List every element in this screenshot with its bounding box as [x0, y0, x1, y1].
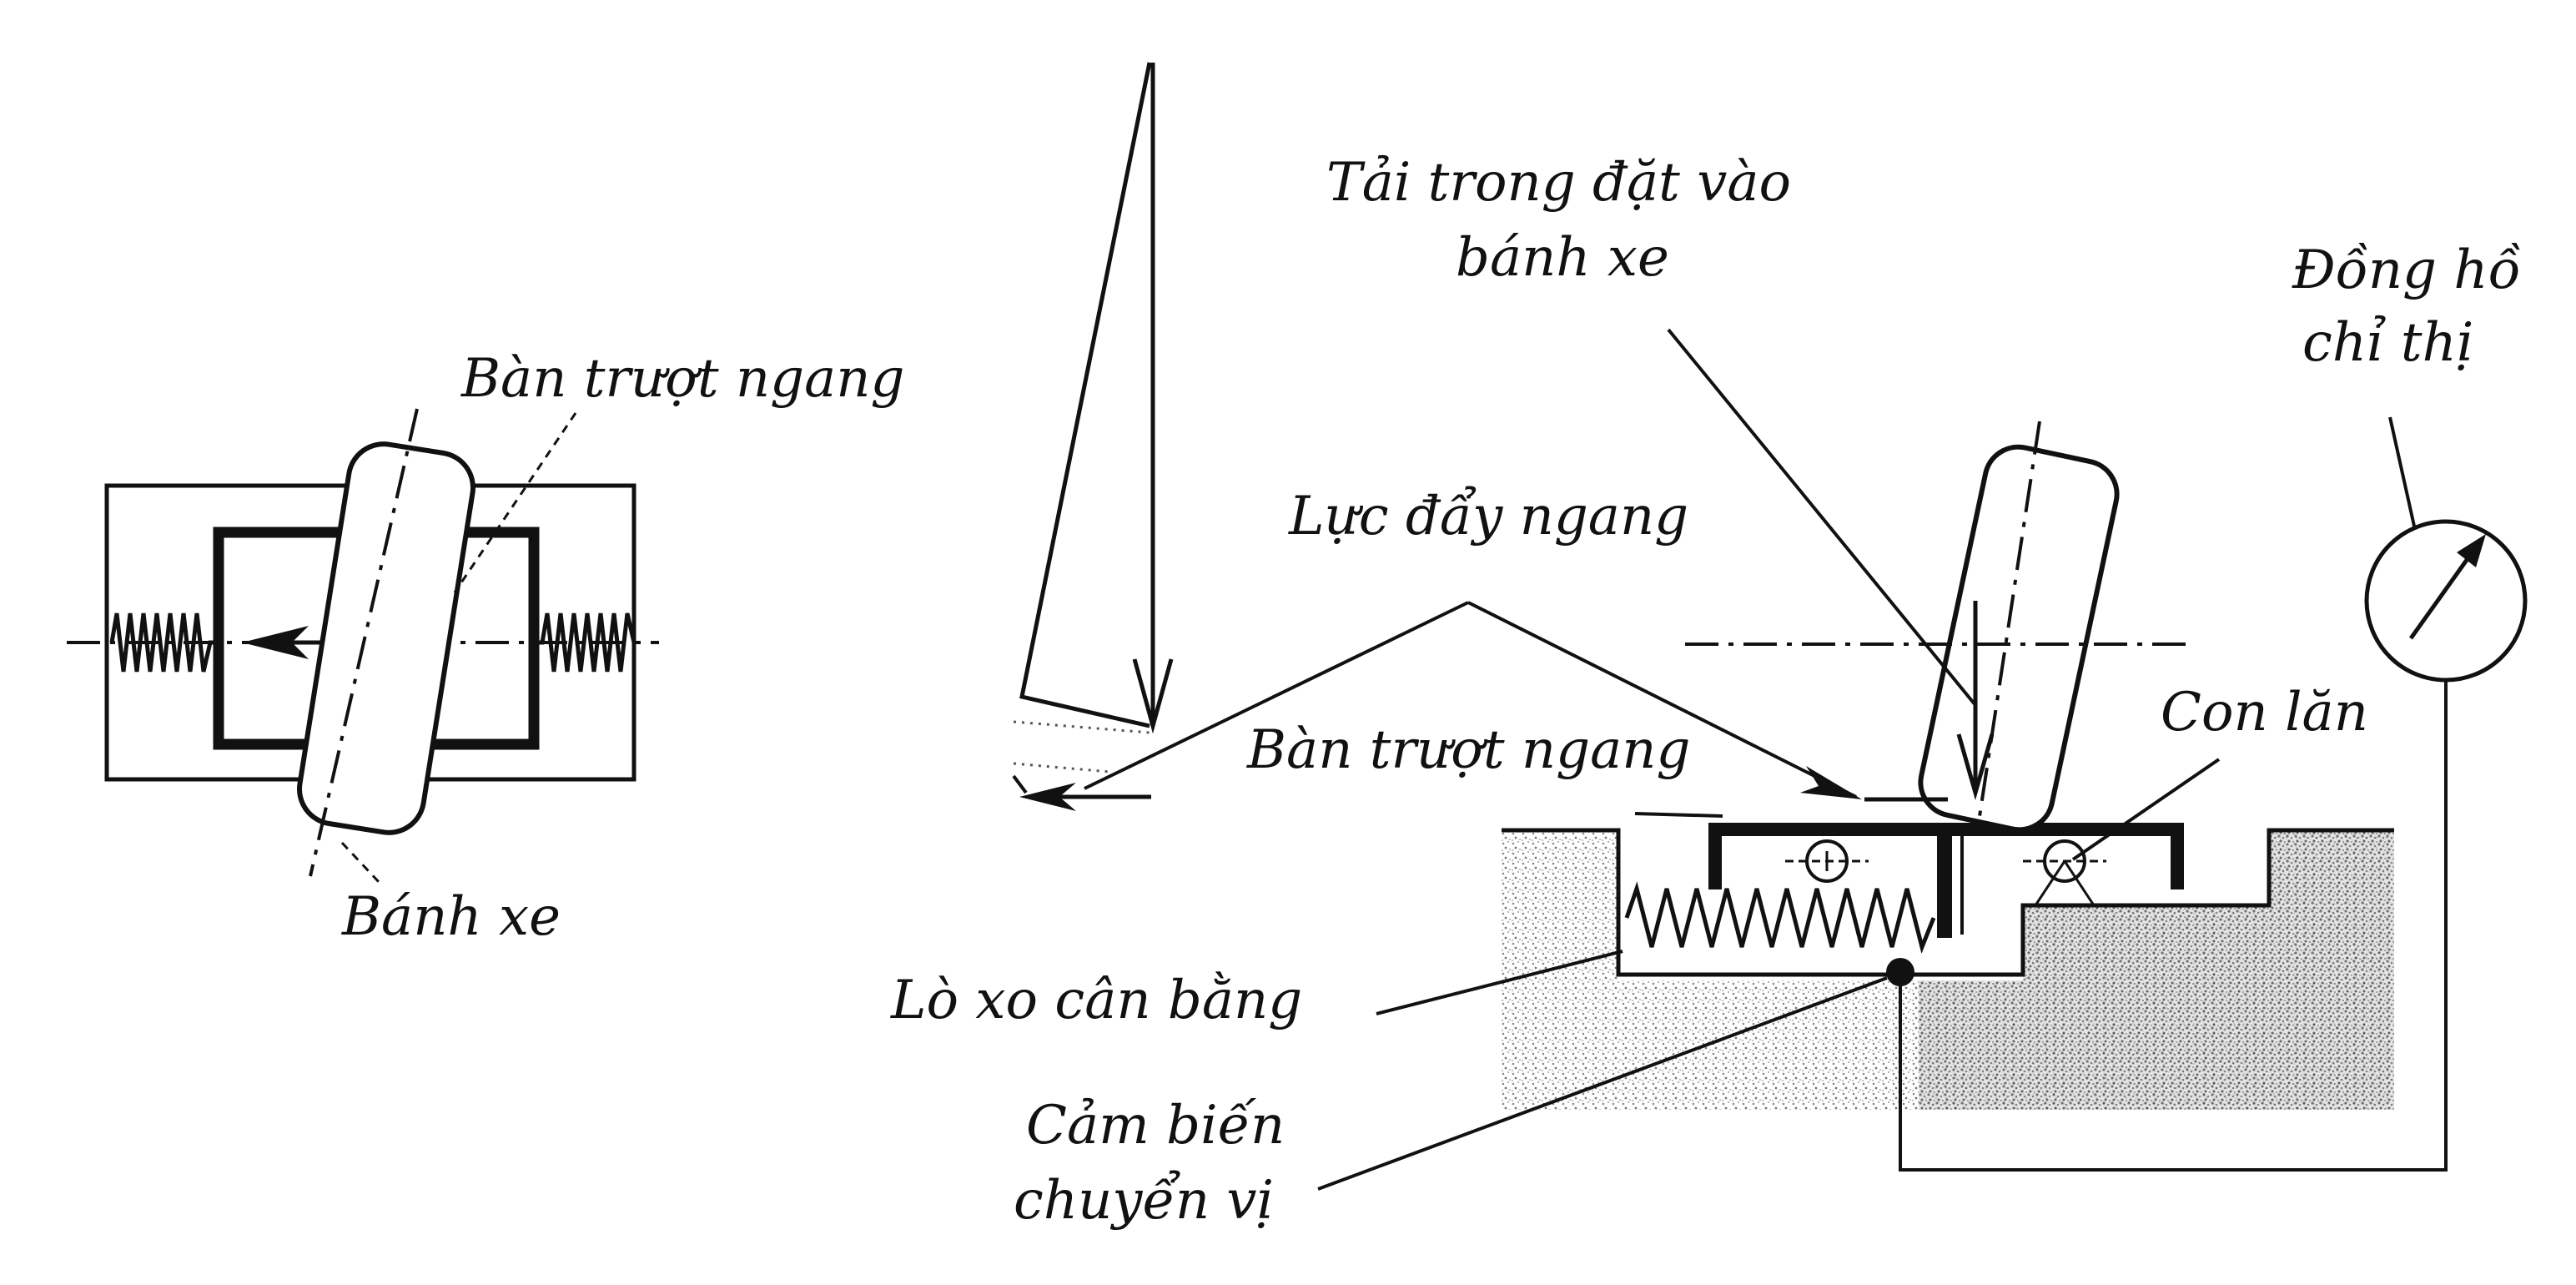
- side-view-wheel: [1918, 444, 2120, 833]
- vertical-load-arrowhead: [1132, 658, 1174, 734]
- label-lo-xo-can-bang: Lò xo cân bằng: [890, 970, 1302, 1031]
- leader-ban-truot-left: [453, 412, 577, 593]
- slide-table-left-flange: [1708, 823, 1722, 889]
- top-view-wheel: [296, 441, 476, 835]
- balance-spring: [1624, 881, 1936, 955]
- force-triangle: [1019, 62, 1152, 728]
- label-con-lan: Con lăn: [2161, 682, 2368, 743]
- leader-ban-truot-right: [1634, 812, 1723, 818]
- label-dong-ho-line2: chỉ thị: [2302, 312, 2473, 374]
- leader-tai-trong: [1667, 328, 1977, 707]
- leader-dong-ho: [2388, 416, 2417, 531]
- top-view-right-spring: [534, 612, 636, 673]
- side-view-wheel-axis: [1977, 421, 2041, 823]
- wheel-load-arrowhead: [1956, 733, 1995, 801]
- label-tai-trong-line1: Tải trong đặt vào: [1326, 152, 1791, 214]
- label-luc-day-ngang: Lực đẩy ngang: [1288, 486, 1688, 547]
- slide-table-right-flange: [2171, 823, 2184, 889]
- top-view-wheel-axis: [309, 408, 419, 877]
- leader-luc-day-right: [1467, 601, 1857, 799]
- force-vector-diagram: [1012, 62, 1174, 811]
- label-dong-ho-line1: Đồng hồ: [2292, 239, 2521, 301]
- label-ban-truot-ngang-left: Bàn trượt ngang: [460, 348, 904, 410]
- luc-day-ngang-callout: Lực đẩy ngang: [1084, 486, 1862, 799]
- slide-table-center-web: [1937, 831, 1952, 938]
- leader-lo-xo: [1376, 950, 1623, 1015]
- roller-right-support-l: [2034, 860, 2066, 906]
- leader-luc-day-arrowhead: [1800, 766, 1862, 799]
- ground-fill-right-dense: [1919, 830, 2394, 1110]
- indicator-gauge: [2364, 519, 2528, 683]
- gauge-needle-tip: [2457, 534, 2486, 567]
- top-view-left-spring: [109, 612, 219, 673]
- dotted-ref-line-2: [1013, 762, 1110, 774]
- label-cam-bien-line2: chuyển vị: [1014, 1170, 1274, 1232]
- roller-right-support-r: [2063, 860, 2096, 906]
- slide-table-top-plate: [1708, 823, 2184, 836]
- top-view-figure: Bàn trượt ngang Bánh xe: [67, 348, 904, 948]
- leader-luc-day-left: [1084, 601, 1469, 790]
- label-tai-trong-line2: bánh xe: [1456, 227, 1669, 289]
- leader-con-lan: [2071, 758, 2221, 861]
- leader-cam-bien: [1317, 976, 1888, 1191]
- dotted-ref-line-1: [1013, 720, 1150, 734]
- right-labels: Tải trong đặt vào bánh xe Đồng hồ chỉ th…: [890, 152, 2521, 1232]
- resultant-force-line: [1012, 774, 1028, 794]
- lateral-push-arrowhead: [1019, 783, 1076, 811]
- label-banh-xe: Bánh xe: [341, 886, 561, 948]
- leader-banh-xe: [340, 841, 381, 884]
- label-ban-truot-ngang-right: Bàn trượt ngang: [1246, 719, 1690, 781]
- sensor-wire: [1899, 680, 2448, 1172]
- label-cam-bien-line1: Cảm biến: [1026, 1095, 1285, 1156]
- top-view-force-arrow: [242, 626, 309, 659]
